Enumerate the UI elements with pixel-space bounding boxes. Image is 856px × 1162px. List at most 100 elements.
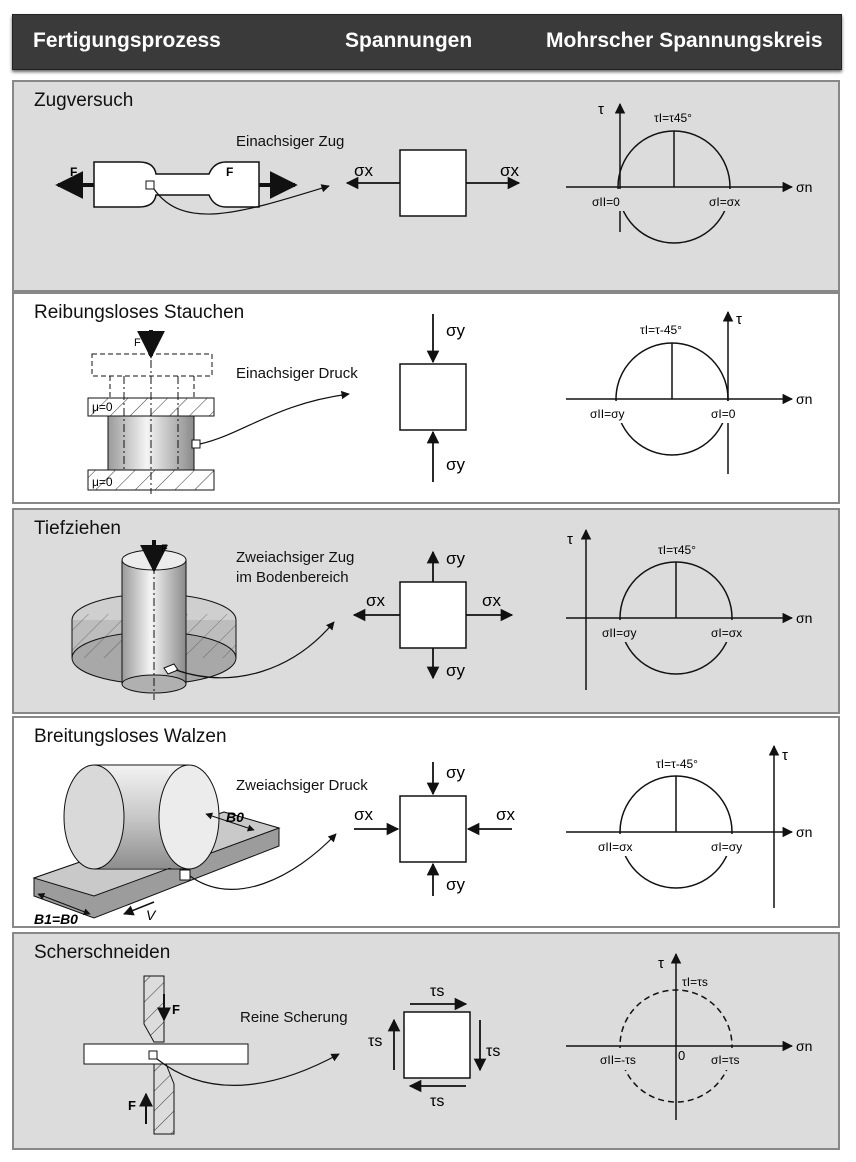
process-label-line2: im Bodenbereich: [236, 569, 349, 586]
stress-element: [399, 363, 467, 431]
mohr-tau-label: τ: [567, 531, 573, 548]
stress-label-top: τs: [430, 983, 444, 1000]
stress-label-right: σx: [482, 591, 501, 610]
walzen-drawing: B0 B1=B0 V σy σy σx σx τ σn τI=τ-45° σII…: [32, 744, 812, 927]
stress-label-right: σx: [496, 805, 515, 824]
process-label: Reine Scherung: [240, 1009, 348, 1026]
element-marker: [191, 439, 201, 449]
zugversuch-drawing: F F σx σx τ σn τI=τ45° σII=0 σI=σx: [55, 101, 812, 244]
stress-label-bottom: σy: [446, 875, 465, 894]
force-label: F: [161, 543, 168, 555]
tensile-specimen: [93, 161, 260, 208]
row-stauchen: Reibungsloses Stauchen Einachsiger Druck…: [12, 292, 840, 504]
mohr-tau-label: τ: [736, 311, 742, 328]
mohr-left-label: σII=-τs: [600, 1053, 636, 1067]
stress-label-left: σx: [354, 161, 373, 180]
row-scherschneiden: Scherschneiden Reine Scherung F F τs τs …: [12, 932, 840, 1150]
roll-face: [158, 764, 220, 870]
header-mohr-circle: Mohrscher Spannungskreis: [546, 29, 823, 52]
mohr-sigma-label: σn: [796, 391, 812, 407]
mohr-tau-label: τ: [658, 955, 664, 972]
stress-label-right: τs: [486, 1043, 500, 1060]
mohr-circle: [619, 989, 733, 1103]
mohr-top-label: τI=τ-45°: [656, 757, 698, 771]
row-title: Breitungsloses Walzen: [34, 726, 227, 747]
stress-label-right: σx: [500, 161, 519, 180]
process-label: Zweiachsiger Druck: [236, 777, 368, 794]
stress-element: [399, 795, 467, 863]
mohr-top-label: τI=τ-45°: [640, 323, 682, 337]
mohr-right-label: σI=σy: [711, 840, 742, 854]
process-label: Einachsiger Zug: [236, 133, 345, 150]
mohr-left-label: σII=0: [592, 195, 620, 209]
mohr-right-label: σI=τs: [711, 1053, 740, 1067]
b0-label: B0: [226, 809, 244, 825]
b1-label: B1=B0: [34, 911, 78, 927]
stress-label-top: σy: [446, 321, 465, 340]
pointer-arrow: [175, 621, 335, 679]
tiefziehen-drawing: F σy σy σx σx τ σn τI=τ45° σII=σy σI=σx: [71, 528, 812, 700]
upper-die-ghost: [91, 353, 213, 377]
stress-label-bottom: σy: [446, 455, 465, 474]
v-label: V: [146, 907, 157, 923]
force-label-right: F: [226, 165, 233, 179]
element-marker: [148, 1050, 158, 1060]
mu-bottom-label: μ=0: [92, 475, 113, 489]
force-label-top: F: [172, 1002, 180, 1017]
stress-label-bottom: σy: [446, 661, 465, 680]
stress-element: [399, 581, 467, 649]
row-title: Reibungsloses Stauchen: [34, 302, 245, 323]
mohr-right-label: σI=σx: [709, 195, 740, 209]
stress-label-top: σy: [446, 549, 465, 568]
row-title: Tiefziehen: [34, 518, 121, 539]
force-label: F: [134, 337, 141, 349]
pointer-arrow: [189, 833, 337, 890]
header-process: Fertigungsprozess: [33, 29, 221, 52]
mohr-right-label: σI=0: [711, 407, 736, 421]
stress-label-left: σx: [354, 805, 373, 824]
element-marker: [179, 869, 191, 881]
mu-top-label: μ=0: [92, 400, 113, 414]
stress-label-bottom: τs: [430, 1093, 444, 1110]
pointer-arrow: [153, 184, 330, 215]
row-title: Zugversuch: [34, 90, 134, 111]
mohr-left-label: σII=σy: [602, 626, 637, 640]
mohr-sigma-label: σn: [796, 179, 812, 195]
lower-blade: [153, 1063, 175, 1135]
mohr-top-label: τI=τ45°: [658, 543, 696, 557]
pointer-arrow: [199, 390, 350, 445]
row-walzen: Breitungsloses Walzen Zweiachsiger Druck…: [12, 716, 840, 928]
mohr-sigma-label: σn: [796, 1038, 812, 1054]
mohr-zero-label: 0: [678, 1048, 685, 1063]
stress-label-left: τs: [368, 1033, 382, 1050]
row-tiefziehen: Tiefziehen Zweiachsiger Zug im Bodenbere…: [12, 508, 840, 714]
mohr-top-label: τI=τs: [682, 975, 708, 989]
force-label-left: F: [70, 165, 77, 179]
stress-element: [399, 149, 467, 217]
mohr-left-label: σII=σx: [598, 840, 633, 854]
header-stresses: Spannungen: [345, 29, 473, 52]
mohr-tau-label: τ: [782, 747, 788, 764]
mohr-left-label: σII=σy: [590, 407, 625, 421]
pointer-arrow: [156, 1053, 340, 1086]
mohr-sigma-label: σn: [796, 610, 812, 626]
upper-blade: [143, 975, 165, 1043]
table-header: Fertigungsprozess Spannungen Mohrscher S…: [12, 14, 842, 70]
process-label: Einachsiger Druck: [236, 365, 358, 382]
mohr-top-label: τI=τ45°: [654, 111, 692, 125]
mohr-sigma-label: σn: [796, 824, 812, 840]
force-label-bottom: F: [128, 1098, 136, 1113]
sheet: [83, 1043, 249, 1065]
scherschneiden-drawing: F F τs τs τs τs τ σn τI=τs σII=-τs 0 σI=…: [83, 952, 812, 1135]
stress-element: [403, 1011, 471, 1079]
process-label-line1: Zweiachsiger Zug: [236, 549, 355, 566]
element-marker: [163, 663, 179, 675]
stress-label-left: σx: [366, 591, 385, 610]
row-zugversuch: Zugversuch Einachsiger Zug F F σx σx τ σ…: [12, 80, 840, 292]
row-title: Scherschneiden: [34, 942, 171, 963]
mohr-right-label: σI=σx: [711, 626, 742, 640]
mohr-tau-label: τ: [598, 101, 604, 118]
stauchen-drawing: F μ=0 μ=0 σy σy τ σn τI=τ-45° σII=σy σI=…: [87, 310, 812, 494]
element-marker: [145, 180, 155, 190]
stress-label-top: σy: [446, 763, 465, 782]
